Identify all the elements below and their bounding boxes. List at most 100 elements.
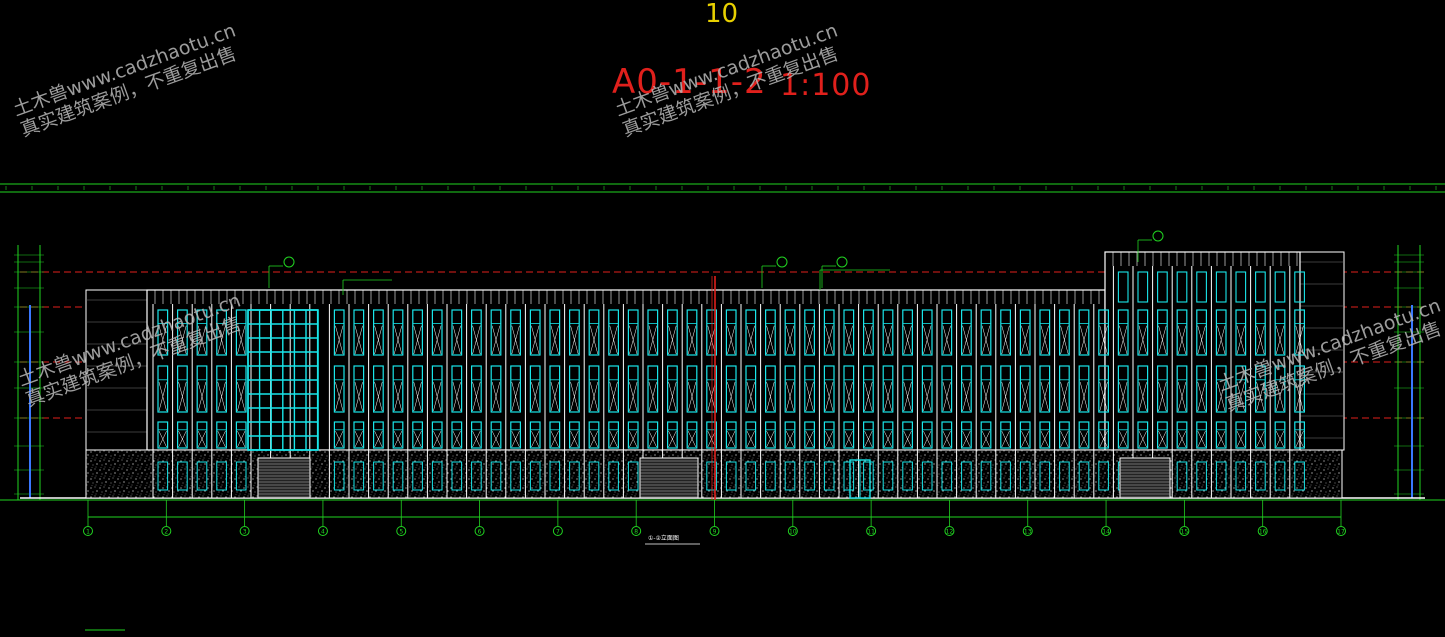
window — [1078, 309, 1090, 356]
window-opening-mark — [452, 325, 461, 355]
window-opening-mark — [805, 382, 814, 412]
window — [353, 365, 365, 413]
window-opening-mark — [1217, 382, 1226, 412]
ground-window — [1176, 461, 1188, 491]
window — [980, 421, 992, 449]
window — [862, 421, 874, 449]
window-opening-mark — [687, 382, 697, 412]
window — [1117, 309, 1129, 356]
window — [588, 421, 600, 449]
window — [1137, 309, 1149, 356]
window-opening-mark — [335, 430, 344, 448]
window-opening-mark — [903, 382, 912, 412]
window — [725, 309, 737, 356]
window — [1294, 309, 1306, 356]
axis-label: 5 — [399, 529, 403, 536]
axis-label: 2 — [164, 529, 168, 536]
window-opening-mark — [844, 382, 853, 412]
window-opening-mark — [511, 325, 520, 355]
window-opening-mark — [805, 325, 814, 355]
window — [451, 421, 463, 449]
ground-window — [392, 461, 404, 491]
ground-window — [1000, 461, 1011, 491]
window — [1098, 365, 1110, 413]
window — [608, 365, 619, 413]
ground-window — [471, 461, 482, 491]
window — [647, 421, 659, 449]
window-opening-mark — [197, 325, 207, 355]
axis-label: 7 — [556, 529, 560, 536]
window — [1294, 365, 1306, 413]
window — [490, 421, 502, 449]
window-opening-mark — [1079, 382, 1089, 412]
window-opening-mark — [648, 325, 657, 355]
window-opening-mark — [1256, 325, 1265, 355]
window-opening-mark — [511, 430, 520, 448]
window — [235, 365, 247, 413]
window — [1235, 309, 1247, 356]
axis-label: 6 — [478, 529, 482, 536]
window — [882, 365, 894, 413]
window — [392, 421, 404, 449]
window-opening-mark — [923, 430, 932, 448]
ground-window — [490, 461, 502, 491]
window-opening-mark — [237, 430, 246, 448]
window-opening-mark — [393, 325, 403, 355]
window — [627, 365, 639, 413]
axis-label: 13 — [1024, 529, 1032, 536]
window — [804, 421, 815, 449]
window — [1176, 365, 1188, 413]
window-opening-mark — [1099, 430, 1108, 448]
window-opening-mark — [942, 382, 951, 412]
top-window — [1294, 271, 1305, 303]
window-opening-mark — [629, 430, 638, 448]
window — [471, 421, 482, 449]
window — [549, 365, 561, 413]
window-opening-mark — [648, 430, 657, 448]
window — [510, 421, 521, 449]
window — [745, 421, 757, 449]
axis-bubble — [317, 526, 328, 536]
window — [823, 365, 835, 413]
window-opening-mark — [981, 430, 991, 448]
window-opening-mark — [648, 382, 657, 412]
window — [549, 421, 561, 449]
window — [882, 309, 894, 356]
window-opening-mark — [883, 325, 893, 355]
window-opening-mark — [491, 382, 501, 412]
ground-window — [333, 461, 345, 491]
window-opening-mark — [550, 325, 559, 355]
ground-window — [1019, 461, 1031, 491]
window — [627, 309, 639, 356]
axis-bubble — [631, 526, 642, 536]
axis-bubble — [396, 526, 407, 536]
window — [177, 365, 188, 413]
window — [823, 309, 835, 356]
window — [1078, 365, 1090, 413]
level-symbol — [776, 256, 788, 268]
window — [784, 365, 796, 413]
window — [647, 365, 659, 413]
window-opening-mark — [217, 382, 226, 412]
top-mark: 10 — [705, 0, 738, 29]
window-opening-mark — [1021, 382, 1030, 412]
window — [1117, 365, 1129, 413]
window — [941, 309, 953, 356]
window-opening-mark — [1040, 382, 1049, 412]
ground-window — [902, 461, 913, 491]
window-opening-mark — [746, 382, 755, 412]
window — [1156, 421, 1168, 449]
window — [843, 365, 855, 413]
ground-window — [863, 461, 874, 491]
window-opening-mark — [570, 325, 579, 355]
window-opening-mark — [785, 382, 795, 412]
window-opening-mark — [825, 382, 834, 412]
window-opening-mark — [1275, 382, 1285, 412]
ground-window — [725, 461, 737, 491]
window-opening-mark — [1295, 430, 1304, 448]
window — [451, 365, 463, 413]
window-opening-mark — [883, 430, 893, 448]
window — [373, 365, 384, 413]
top-window — [1274, 271, 1286, 303]
